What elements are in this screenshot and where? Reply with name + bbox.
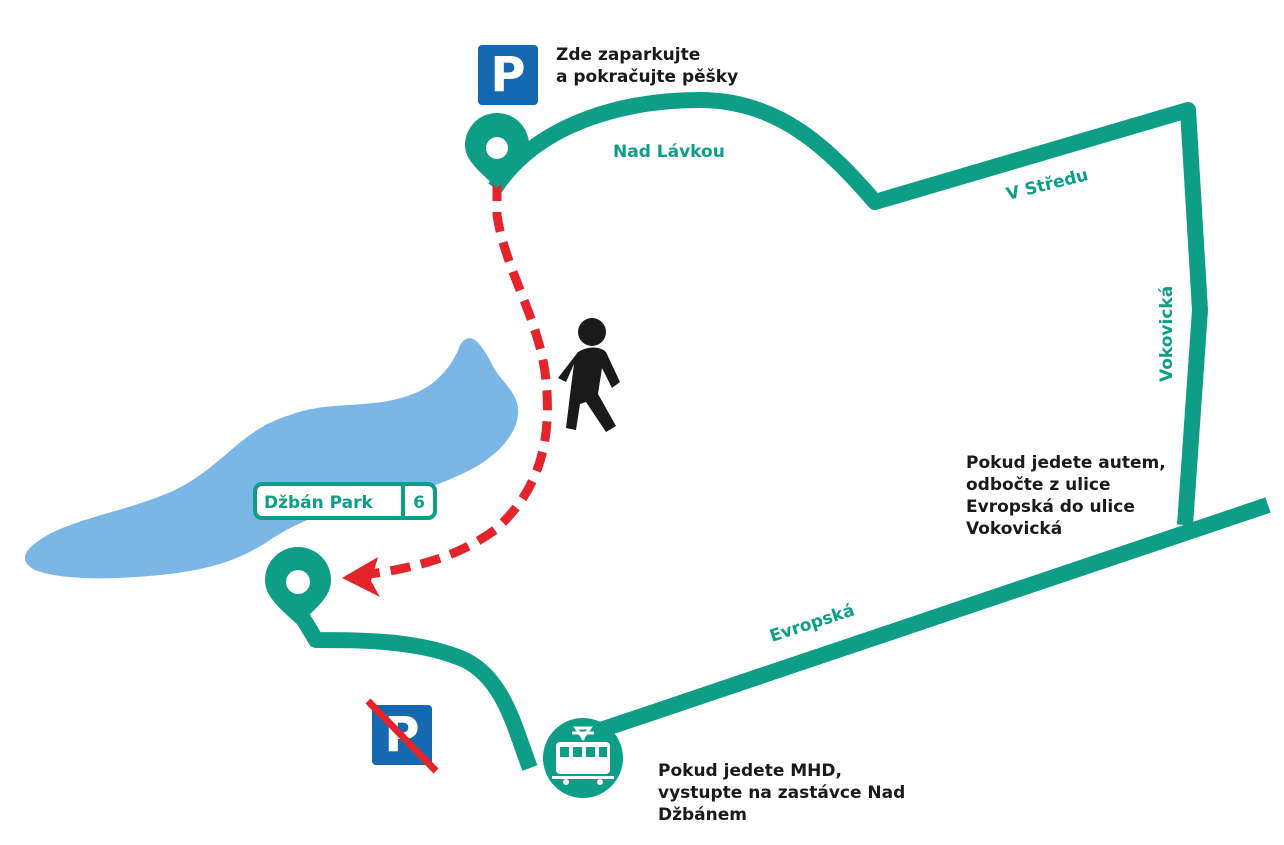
tram-stop <box>543 718 623 798</box>
street-label-nad-lavkou: Nad Lávkou <box>613 142 725 162</box>
destination-pin <box>265 547 331 625</box>
walking-person-icon <box>558 318 620 432</box>
parking-note: Zde zaparkujte a pokračujte pěšky <box>556 45 739 87</box>
street-label-vokovicka: Vokovická <box>1157 286 1177 382</box>
transit-directions-note: Pokud jedete MHD, vystupte na zastávce N… <box>658 761 906 825</box>
lake-shape <box>24 338 519 579</box>
destination-number: 6 <box>413 493 425 513</box>
road-evropska <box>562 497 1271 750</box>
start-pin <box>465 113 529 188</box>
destination-label: Džbán Park 6 <box>253 482 437 520</box>
no-parking-strike <box>365 698 439 774</box>
walking-route <box>361 150 552 580</box>
walking-arrow-head <box>342 557 380 597</box>
road-lower <box>291 605 538 771</box>
tram-icon <box>552 726 614 785</box>
parking-sign: P <box>478 45 538 105</box>
destination-name: Džbán Park <box>264 493 374 513</box>
parking-letter: P <box>490 47 526 103</box>
car-directions-note: Pokud jedete autem, odbočte z ulice Evro… <box>966 453 1166 539</box>
road-route <box>488 92 1208 526</box>
street-label-v-stredu: V Středu <box>1004 165 1090 205</box>
